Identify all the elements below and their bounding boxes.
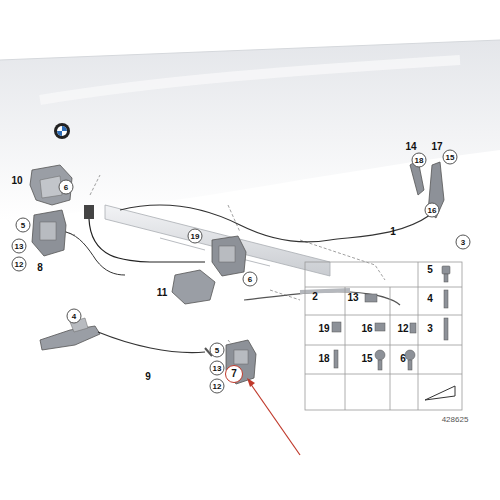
callout-number: 5 (16, 218, 31, 233)
parts-table (305, 262, 462, 410)
callout-number: 6 (400, 354, 406, 364)
callout-number: 6 (243, 272, 258, 287)
callout-number: 13 (12, 239, 27, 254)
bowden-cable (120, 205, 430, 242)
callout-number: 4 (427, 294, 433, 304)
callout-number: 4 (67, 309, 82, 324)
callout-number: 15 (443, 150, 458, 165)
callout-number: 2 (312, 292, 318, 302)
callout-number: 12 (210, 379, 225, 394)
callout-number: 5 (210, 343, 225, 358)
bmw-logo (54, 123, 70, 139)
callout-number: 15 (361, 354, 372, 364)
release-handle (40, 326, 100, 350)
highlight-circle: 7 (225, 365, 243, 383)
callout-number: 3 (456, 235, 471, 250)
callout-number: 8 (37, 263, 43, 273)
callout-number: 1 (390, 227, 396, 237)
callout-number: 11 (157, 288, 168, 298)
callout-number: 16 (361, 324, 372, 334)
pointer-arrow (250, 383, 300, 455)
callout-number: 14 (405, 142, 416, 152)
callout-number: 18 (412, 153, 427, 168)
callout-number: 12 (397, 324, 408, 334)
hood-lock-bracket-right (172, 270, 215, 304)
hood-lock-lower (226, 340, 256, 384)
callout-number: 13 (210, 361, 225, 376)
hood-lock-left (32, 210, 66, 256)
bowden-cable-9 (98, 332, 205, 353)
bowden-cable-2 (244, 292, 400, 305)
hood-panel (0, 40, 500, 220)
callout-number: 3 (427, 324, 433, 334)
contact-switch (84, 205, 94, 219)
arrow-symbol (425, 386, 455, 400)
fastener-icons (332, 266, 450, 370)
callout-number: 10 (11, 176, 22, 186)
callout-number: 9 (145, 372, 151, 382)
callout-number: 19 (188, 229, 203, 244)
callout-number: 19 (318, 324, 329, 334)
callout-number: 5 (427, 265, 433, 275)
callout-number: 16 (425, 203, 440, 218)
callout-number: 17 (431, 142, 442, 152)
hood-lock-right (212, 236, 246, 276)
callout-number: 12 (12, 257, 27, 272)
drawing-number: 428625 (442, 416, 469, 424)
callout-number: 13 (347, 293, 358, 303)
callout-number: 6 (59, 180, 74, 195)
callout-number: 7 (231, 369, 237, 379)
callout-number: 18 (318, 354, 329, 364)
